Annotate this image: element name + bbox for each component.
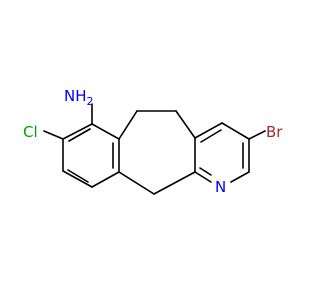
molecule-structure: NH2 Cl Br N — [23, 87, 283, 196]
bond — [200, 129, 222, 143]
amine-label: NH2 — [64, 87, 94, 108]
bond — [230, 171, 250, 183]
bond — [194, 171, 212, 183]
bond — [91, 171, 120, 188]
bond — [67, 169, 89, 183]
atom-labels: NH2 Cl Br N — [23, 87, 283, 196]
bond — [62, 170, 93, 188]
bond — [62, 123, 93, 140]
bond — [194, 122, 223, 139]
amine-label-text: NH — [64, 87, 87, 105]
bond — [199, 167, 212, 176]
bond — [43, 130, 64, 140]
bond — [248, 130, 266, 140]
pyridine-nitrogen-label: N — [215, 178, 226, 196]
bond — [68, 128, 91, 142]
bromine-label: Br — [266, 123, 283, 141]
bond — [221, 122, 250, 140]
bonds — [43, 103, 266, 195]
bond — [118, 171, 155, 195]
bond — [91, 123, 120, 140]
bond — [153, 171, 196, 195]
bond — [118, 110, 138, 140]
molecule-canvas: NH2 Cl Br N — [23, 87, 283, 196]
bond — [175, 110, 196, 139]
chlorine-label: Cl — [23, 123, 38, 141]
amine-label-subscript: 2 — [87, 95, 94, 108]
